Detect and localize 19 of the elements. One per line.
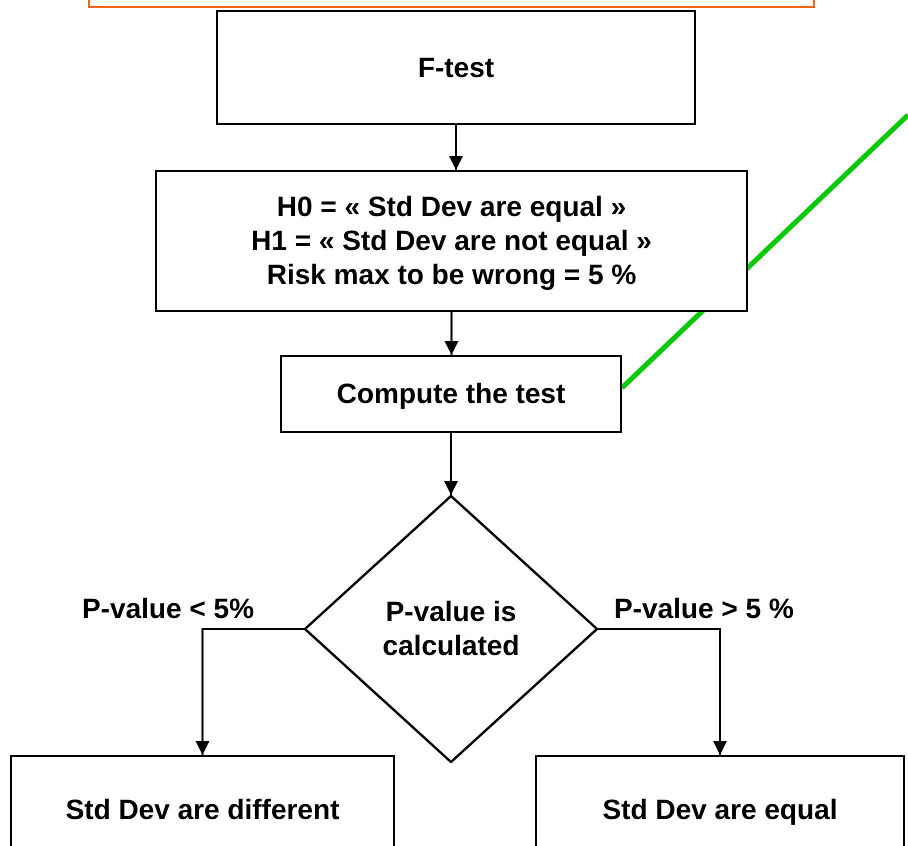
node-label: Std Dev are equal [602,793,838,827]
node-label: Risk max to be wrong = 5 % [266,258,636,292]
process-box [10,755,395,846]
process-box [216,10,696,125]
process-box [535,755,905,846]
arrow [598,628,727,755]
node-label: Compute the test [336,377,566,411]
arrow [444,312,458,355]
node-label: H1 = « Std Dev are not equal » [251,224,652,258]
node-label: H0 = « Std Dev are equal » [276,190,626,224]
node-label: Std Dev are different [66,793,340,827]
arrow [196,628,304,755]
arrow [449,125,463,170]
node-label: P-value is calculated [382,595,520,663]
arrow [444,433,458,495]
process-box [280,355,622,433]
node-label: F-test [418,50,494,84]
decision-diamond [304,495,598,763]
process-box [155,170,748,312]
